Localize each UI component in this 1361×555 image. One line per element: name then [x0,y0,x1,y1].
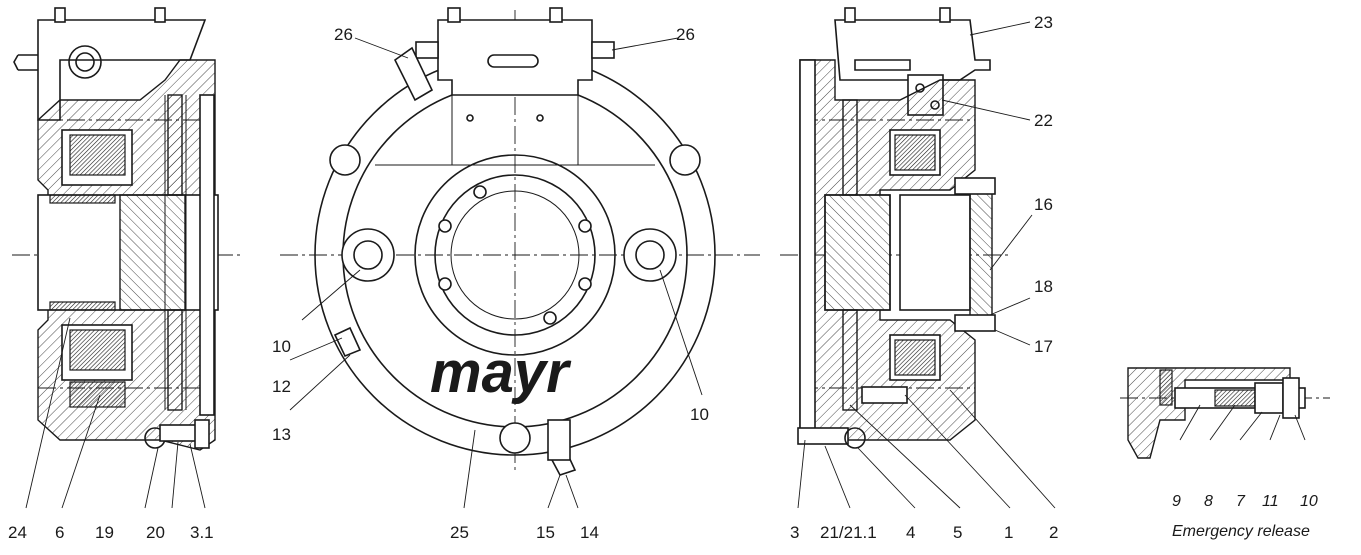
label-19: 19 [95,523,114,542]
label-11: 11 [1262,493,1279,510]
label-22: 22 [1034,111,1053,130]
left-section-view [12,7,240,451]
front-view: mayr [280,7,760,476]
label-16: 16 [1034,195,1053,214]
label-10-left: 10 [272,337,291,356]
label-23: 23 [1034,13,1053,32]
label-4: 4 [906,523,915,542]
label-6: 6 [55,523,64,542]
right-section-view [780,7,1010,449]
label-17: 17 [1034,337,1053,356]
label-3-1: 3.1 [190,523,214,542]
label-13: 13 [272,425,291,444]
part-labels: 24 6 19 20 3.1 26 26 10 12 13 10 25 15 1… [8,13,1318,542]
label-1: 1 [1004,523,1013,542]
label-14: 14 [580,523,599,542]
label-2: 2 [1049,523,1058,542]
label-5: 5 [953,523,962,542]
label-15: 15 [536,523,555,542]
emergency-release-caption: Emergency release [1172,523,1310,540]
leader-lines [25,21,1306,509]
label-20: 20 [146,523,165,542]
label-12: 12 [272,377,291,396]
label-26-left: 26 [334,25,353,44]
brand-logo: mayr [430,340,572,405]
label-9: 9 [1172,493,1181,510]
label-26-right: 26 [676,25,695,44]
label-10-emergency: 10 [1300,493,1318,510]
label-8: 8 [1204,493,1213,510]
label-18: 18 [1034,277,1053,296]
label-21-21-1: 21/21.1 [820,523,877,542]
label-10-right: 10 [690,405,709,424]
label-25: 25 [450,523,469,542]
label-3: 3 [790,523,799,542]
label-24: 24 [8,523,27,542]
emergency-release-detail [1120,367,1330,459]
label-7: 7 [1236,493,1246,510]
